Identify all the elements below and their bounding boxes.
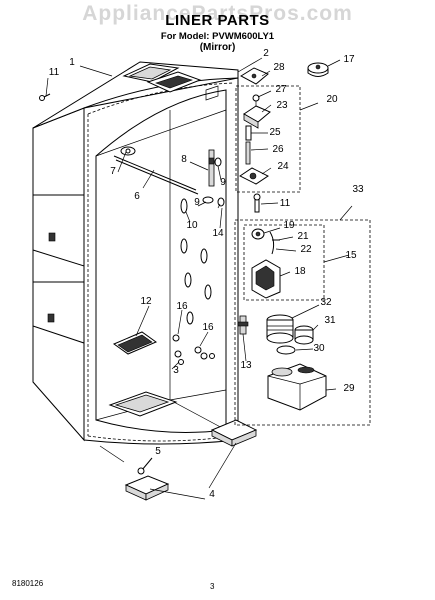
watermark: AppliancePartsPros.com	[82, 2, 353, 25]
assembly-20	[235, 59, 341, 213]
callout-29: 29	[343, 383, 355, 394]
model-line: For Model: PVWM600LY1	[160, 31, 275, 42]
callout-23: 23	[276, 100, 288, 111]
liner-inner-opening	[95, 89, 227, 433]
callout-18: 18	[294, 266, 306, 277]
callout-26: 26	[272, 144, 284, 155]
assembly-33-box	[234, 219, 371, 426]
callout-21: 21	[297, 231, 309, 242]
callout-2: 2	[263, 48, 269, 59]
callout-9a: 9	[220, 177, 226, 188]
callout-4: 4	[209, 489, 215, 500]
callout-3: 3	[173, 365, 179, 376]
callout-30: 30	[313, 343, 325, 354]
liner-cabinet	[32, 61, 239, 445]
callout-9b: 9	[194, 197, 200, 208]
page-number: 3	[210, 582, 215, 591]
callout-6: 6	[134, 191, 140, 202]
callout-17: 17	[343, 54, 355, 65]
liner-left-side	[32, 107, 85, 442]
flange-clip-2	[47, 313, 55, 323]
callout-16a: 16	[176, 301, 188, 312]
callout-25: 25	[269, 127, 281, 138]
callout-28: 28	[273, 62, 285, 73]
callout-16b: 16	[202, 322, 214, 333]
assembly-33	[234, 205, 371, 426]
callout-13: 13	[240, 360, 252, 371]
callout-14: 14	[212, 228, 224, 239]
callout-24: 24	[277, 161, 289, 172]
callout-11a: 11	[48, 67, 60, 78]
callout-1: 1	[69, 57, 75, 68]
callout-19: 19	[283, 220, 295, 231]
callout-22: 22	[300, 244, 312, 255]
variant-label: (Mirror)	[199, 42, 236, 53]
callout-31: 31	[324, 315, 336, 326]
callout-5: 5	[155, 446, 161, 457]
bottom-parts	[99, 419, 258, 501]
callout-32: 32	[320, 297, 332, 308]
callout-8: 8	[181, 154, 187, 165]
assembly-15-box	[243, 224, 325, 301]
flange-clip-1	[48, 232, 56, 242]
leader-lines	[45, 57, 271, 370]
callout-20: 20	[326, 94, 338, 105]
back-wall-parts	[39, 67, 269, 365]
callout-15: 15	[345, 250, 357, 261]
callout-7: 7	[110, 166, 116, 177]
o-ring	[276, 345, 296, 355]
callout-11b: 11	[279, 198, 291, 209]
callout-12: 12	[140, 296, 152, 307]
shelf-support	[208, 149, 215, 187]
document-number: 8180126	[12, 579, 44, 588]
assembly-20-box	[235, 85, 301, 193]
page-title: LINER PARTS	[165, 12, 270, 29]
callout-10: 10	[186, 220, 198, 231]
callout-27: 27	[275, 84, 287, 95]
callout-33: 33	[352, 184, 364, 195]
